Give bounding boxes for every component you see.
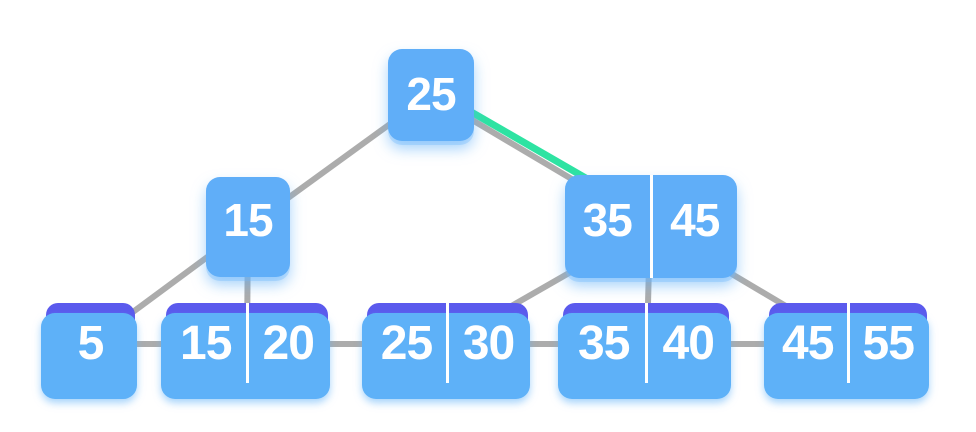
key-55: 55 (846, 303, 928, 383)
key-25: 25 (380, 316, 433, 370)
key-35: 35 (582, 193, 633, 246)
leaf-node-25-30: 25 30 (362, 303, 530, 399)
key-25: 25 (406, 68, 456, 120)
leaf-node-35-40: 35 40 (558, 303, 731, 399)
key-30: 30 (446, 303, 528, 383)
key-45: 45 (782, 316, 834, 370)
key-15: 15 (180, 316, 232, 370)
key-15: 15 (223, 194, 273, 246)
key-35: 35 (578, 316, 630, 370)
leaf-node-5: 5 (41, 303, 137, 399)
leaf-node-15-20: 15 20 (161, 303, 330, 399)
key-20: 20 (245, 303, 329, 383)
key-45: 45 (649, 175, 738, 278)
tree-node-15: 15 (206, 177, 290, 277)
key-40: 40 (644, 303, 730, 383)
tree-node-root-25: 25 (388, 49, 474, 141)
key-5: 5 (77, 316, 105, 370)
tree-node-35-45: 35 45 (565, 175, 737, 278)
leaf-node-45-55: 45 55 (764, 303, 929, 399)
